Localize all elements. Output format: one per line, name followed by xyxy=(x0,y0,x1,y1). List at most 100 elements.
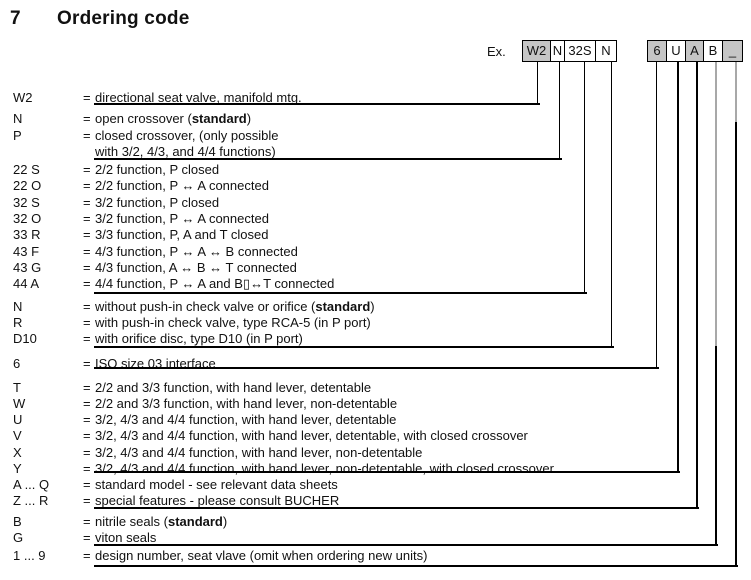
equals-sign: = xyxy=(83,396,91,411)
description-cell: closed crossover, (only possible xyxy=(95,128,279,143)
code-cell: D10 xyxy=(13,331,37,346)
example-code-box: W2 xyxy=(522,40,551,62)
equals-sign: = xyxy=(83,211,91,226)
example-code-box: U xyxy=(666,40,686,62)
connector-drop-line xyxy=(677,62,679,471)
description-cell: 3/2, 4/3 and 4/4 function, with hand lev… xyxy=(95,412,397,427)
code-row: W=2/2 and 3/3 function, with hand lever,… xyxy=(0,397,751,412)
code-row: G=viton seals xyxy=(0,531,751,546)
connector-underline xyxy=(94,346,614,348)
equals-sign: = xyxy=(83,461,91,476)
connector-drop-line xyxy=(583,62,585,292)
equals-sign: = xyxy=(83,493,91,508)
equals-sign: = xyxy=(83,260,91,275)
equals-sign: = xyxy=(83,90,91,105)
code-row: 1 ... 9=design number, seat vlave (omit … xyxy=(0,549,751,564)
description-cell: with 3/2, 4/3, and 4/4 functions) xyxy=(95,144,276,159)
code-row: W2=directional seat valve, manifold mtg. xyxy=(0,91,751,106)
code-cell: W xyxy=(13,396,26,411)
description-cell: 2/2 and 3/3 function, with hand lever, d… xyxy=(95,380,372,395)
example-code-box: B xyxy=(703,40,723,62)
description-cell: 3/2, 4/3 and 4/4 function, with hand lev… xyxy=(95,428,528,443)
code-cell: T xyxy=(13,380,21,395)
code-cell: R xyxy=(13,315,23,330)
description-cell: 3/2, 4/3 and 4/4 function, with hand lev… xyxy=(95,461,554,476)
code-row: R = with push-in check valve, type RCA-5 (… xyxy=(0,316,751,331)
equals-sign: = xyxy=(83,477,91,492)
description-cell: 3/2 function, P closed xyxy=(95,195,220,210)
connector-drop-line xyxy=(735,62,737,122)
code-row: N = without push-in check valve or orifice… xyxy=(0,300,751,315)
code-row: B=nitrile seals (standard) xyxy=(0,515,751,530)
description-cell: standard model - see relevant data sheet… xyxy=(95,477,338,492)
connector-underline xyxy=(94,158,562,160)
connector-drop-line xyxy=(536,62,538,103)
description-cell: open crossover (standard) xyxy=(95,111,252,126)
code-cell: W2 xyxy=(13,90,33,105)
equals-sign: = xyxy=(83,227,91,242)
equals-sign: = xyxy=(83,276,91,291)
code-row: U=3/2, 4/3 and 4/4 function, with hand l… xyxy=(0,413,751,428)
code-row: N=open crossover (standard) xyxy=(0,112,751,127)
code-cell: 32 O xyxy=(13,211,42,226)
code-cell: 43 G xyxy=(13,260,42,275)
description-cell: 2/2 function, P closed xyxy=(95,162,220,177)
code-cell: X xyxy=(13,445,22,460)
equals-sign: = xyxy=(83,428,91,443)
description-cell: 4/3 function, P ↔ A ↔ B connected xyxy=(95,244,298,259)
code-cell: 32 S xyxy=(13,195,40,210)
example-code-box: N xyxy=(550,40,565,62)
code-cell: P xyxy=(13,128,22,143)
code-row: 22 S=2/2 function, P closed xyxy=(0,163,751,178)
code-cell: 6 xyxy=(13,356,21,371)
connector-drop-line xyxy=(655,62,657,367)
connector-underline xyxy=(94,367,659,369)
bold-text: standard xyxy=(191,111,247,126)
code-row: P = closed crossover, (only possible xyxy=(0,129,751,144)
connector-underline xyxy=(94,292,587,294)
code-row: 33 R=3/3 function, P, A and T closed xyxy=(0,228,751,243)
code-cell: 33 R xyxy=(13,227,41,242)
connector-drop-line xyxy=(715,346,717,544)
code-cell: U xyxy=(13,412,23,427)
example-code-box: 32S xyxy=(564,40,596,62)
code-row: 32 S = 3/2 function, P closed xyxy=(0,196,751,211)
code-row: 32 O = 3/2 function, P ↔ A connected xyxy=(0,212,751,227)
description-cell: without push-in check valve or orifice (… xyxy=(95,299,375,314)
code-row: with 3/2, 4/3, and 4/4 functions) xyxy=(0,145,751,160)
equals-sign: = xyxy=(83,162,91,177)
equals-sign: = xyxy=(83,244,91,259)
code-row: 43 G = 4/3 function, A ↔ B ↔ T connected xyxy=(0,261,751,276)
equals-sign: = xyxy=(83,356,91,371)
description-cell: design number, seat vlave (omit when ord… xyxy=(95,548,428,563)
code-cell: G xyxy=(13,530,24,545)
code-row: 43 F = 4/3 function, P ↔ A ↔ B connected xyxy=(0,245,751,260)
description-cell: 4/3 function, A ↔ B ↔ T connected xyxy=(95,260,297,275)
equals-sign: = xyxy=(83,128,91,143)
example-code-box: A xyxy=(685,40,704,62)
code-cell: Z ... R xyxy=(13,493,49,508)
code-row: V = 3/2, 4/3 and 4/4 function, with hand l… xyxy=(0,429,751,444)
equals-sign: = xyxy=(83,548,91,563)
description-cell: 3/2 function, P ↔ A connected xyxy=(95,211,269,226)
code-cell: N xyxy=(13,299,23,314)
connector-drop-line xyxy=(735,122,737,565)
example-code-box: N xyxy=(595,40,617,62)
description-cell: with orifice disc, type D10 (in P port) xyxy=(95,331,303,346)
equals-sign: = xyxy=(83,195,91,210)
code-cell: 43 F xyxy=(13,244,40,259)
code-row: Y=3/2, 4/3 and 4/4 function, with hand l… xyxy=(0,462,751,477)
connector-drop-line xyxy=(715,62,717,346)
description-cell: with push-in check valve, type RCA-5 (in… xyxy=(95,315,371,330)
code-row: T=2/2 and 3/3 function, with hand lever,… xyxy=(0,381,751,396)
equals-sign: = xyxy=(83,299,91,314)
code-row: 6=ISO size 03 interface xyxy=(0,357,751,372)
equals-sign: = xyxy=(83,331,91,346)
code-cell: V xyxy=(13,428,22,443)
equals-sign: = xyxy=(83,315,91,330)
code-row: X=3/2, 4/3 and 4/4 function, with hand l… xyxy=(0,446,751,461)
section-number: 7 xyxy=(10,8,21,29)
